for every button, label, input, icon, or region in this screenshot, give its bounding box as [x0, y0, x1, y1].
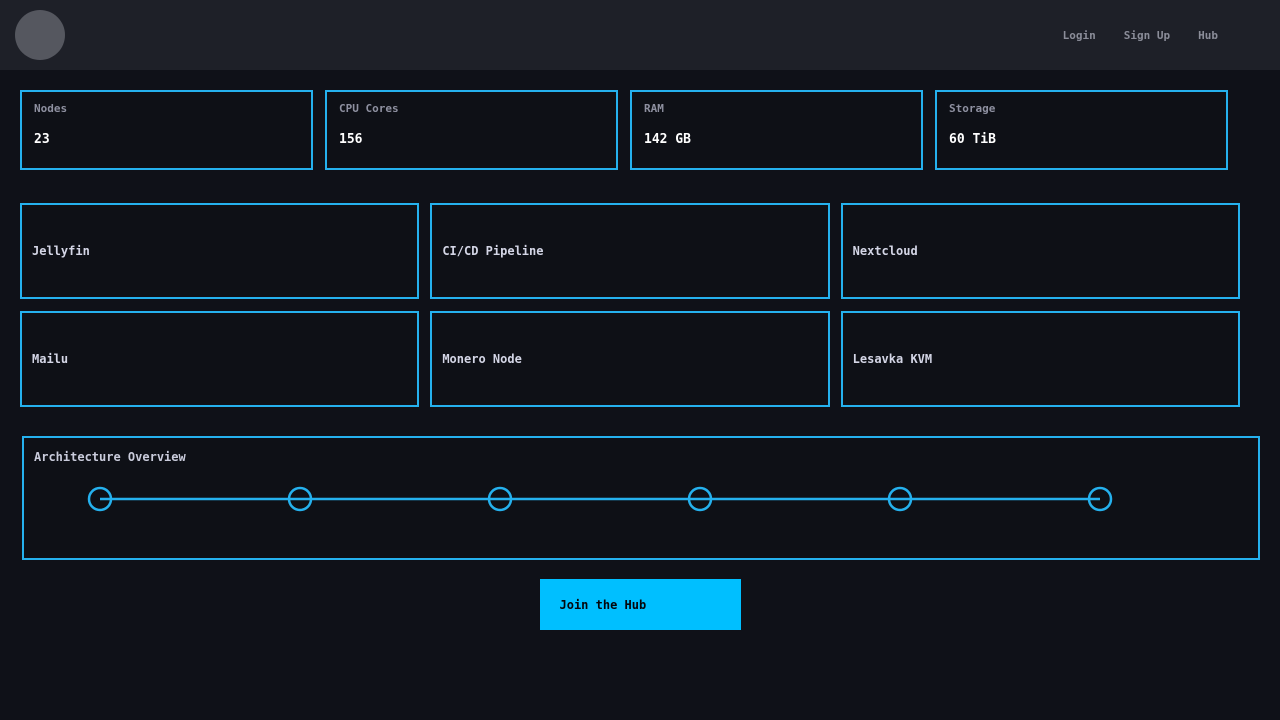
architecture-node [887, 486, 913, 512]
stat-label: RAM [644, 102, 664, 115]
service-card-monero-node[interactable]: Monero Node [430, 311, 830, 407]
service-card-nextcloud[interactable]: Nextcloud [840, 203, 1240, 299]
nav-link-hub[interactable]: Hub [1198, 28, 1218, 42]
service-card-mailu[interactable]: Mailu [20, 311, 420, 407]
service-title: Mailu [32, 352, 69, 366]
stat-label: Storage [949, 102, 996, 115]
architecture-title: Architecture Overview [34, 450, 186, 464]
stat-label: CPU Cores [339, 102, 399, 115]
stat-value: 142 GB [644, 132, 691, 147]
main-content: Nodes 23 CPU Cores 156 RAM 142 GB Storag… [0, 90, 1280, 630]
service-title: Monero Node [442, 352, 522, 366]
nav-link-signup[interactable]: Sign Up [1123, 28, 1171, 42]
service-card-cicd-pipeline[interactable]: CI/CD Pipeline [430, 203, 830, 299]
service-title: Jellyfin [32, 244, 90, 258]
stat-card-storage: Storage 60 TiB [935, 90, 1228, 170]
nav-link-login[interactable]: Login [1062, 28, 1096, 42]
service-title: CI/CD Pipeline [442, 244, 544, 258]
stat-value: 23 [34, 132, 50, 147]
stats-row: Nodes 23 CPU Cores 156 RAM 142 GB Storag… [0, 90, 1280, 170]
service-title: Nextcloud [852, 244, 918, 258]
navbar: Login Sign Up Hub [0, 0, 1280, 70]
services-grid: Jellyfin CI/CD Pipeline Nextcloud Mailu … [0, 203, 1280, 407]
architecture-node [687, 486, 713, 512]
architecture-node [287, 486, 313, 512]
architecture-node [87, 486, 113, 512]
join-hub-button[interactable]: Join the Hub [539, 579, 741, 630]
service-card-jellyfin[interactable]: Jellyfin [20, 203, 420, 299]
architecture-node [1087, 486, 1113, 512]
nav-links: Login Sign Up Hub [1063, 29, 1218, 42]
architecture-diagram [87, 486, 1113, 512]
service-card-lesavka-kvm[interactable]: Lesavka KVM [840, 311, 1240, 407]
stat-label: Nodes [34, 102, 68, 115]
cta-wrap: Join the Hub [0, 579, 1280, 630]
architecture-node [487, 486, 513, 512]
avatar[interactable] [15, 10, 65, 60]
stat-value: 60 TiB [949, 132, 996, 147]
stat-value: 156 [339, 132, 363, 147]
stat-card-nodes: Nodes 23 [20, 90, 313, 170]
stat-card-cpu-cores: CPU Cores 156 [325, 90, 618, 170]
stat-card-ram: RAM 142 GB [630, 90, 923, 170]
architecture-panel: Architecture Overview [22, 436, 1260, 560]
service-title: Lesavka KVM [852, 352, 933, 366]
